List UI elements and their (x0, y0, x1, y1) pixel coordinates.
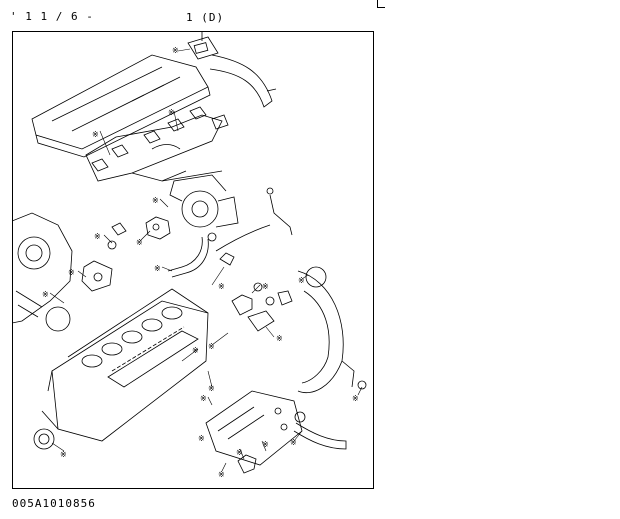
turbocharger (169, 174, 239, 228)
drawing-frame (12, 31, 374, 489)
svg-text:※: ※ (298, 276, 305, 285)
water-pipe (293, 411, 347, 450)
thermostat-housing (81, 222, 127, 292)
plug-gasket (357, 380, 367, 390)
svg-text:※: ※ (68, 268, 75, 277)
manifold-gaskets (91, 106, 229, 172)
flywheel-housing (297, 270, 355, 394)
svg-text:※: ※ (60, 450, 67, 459)
oil-feed-pipe (266, 187, 293, 236)
drain-plug (237, 454, 257, 474)
svg-text:※: ※ (262, 440, 269, 449)
svg-text:※: ※ (94, 232, 101, 241)
intake-gasket (187, 36, 219, 60)
gear-case (12, 212, 73, 324)
rear-seal-ring (305, 266, 327, 288)
page-reference: ' 1 1 / 6 - (10, 10, 94, 23)
svg-text:※: ※ (168, 108, 175, 117)
seal-ring-left (45, 306, 71, 332)
union-fitting (219, 252, 235, 266)
svg-text:※: ※ (42, 290, 49, 299)
kit-markers: ※ ※ ※ ※ ※ ※ ※ ※ ※ ※ ※ ※ ※ ※ ※ ※ ※ ※ ※ ※ … (42, 46, 359, 479)
svg-text:※: ※ (136, 238, 143, 247)
svg-text:※: ※ (154, 264, 161, 273)
oil-cooler-cover (205, 390, 303, 466)
front-crank-seal (33, 428, 55, 450)
head-gasket (107, 326, 199, 388)
svg-text:※: ※ (198, 434, 205, 443)
svg-text:※: ※ (262, 282, 269, 291)
cylinder-block (41, 288, 209, 442)
svg-text:※: ※ (236, 448, 243, 457)
rocker-cover (31, 54, 211, 158)
svg-text:※: ※ (192, 346, 199, 355)
exhaust-manifold (85, 114, 223, 182)
svg-text:※: ※ (290, 438, 297, 447)
oil-return-pipe (167, 232, 217, 278)
svg-text:※: ※ (208, 342, 215, 351)
turbo-heat-shield (161, 170, 223, 182)
svg-text:※: ※ (352, 394, 359, 403)
svg-text:※: ※ (92, 130, 99, 139)
intake-pipe (209, 54, 277, 108)
engine-gasket-kit-drawing: ※ ※ ※ ※ ※ ※ ※ ※ ※ ※ ※ ※ ※ ※ ※ ※ ※ ※ ※ ※ … (12, 31, 367, 479)
water-inlet (231, 282, 293, 332)
svg-text:※: ※ (200, 394, 207, 403)
kit-callout-label: 1 (D) (186, 11, 225, 24)
svg-text:※: ※ (218, 282, 225, 291)
svg-text:※: ※ (276, 334, 283, 343)
flange-gasket (145, 216, 171, 240)
svg-text:※: ※ (152, 196, 159, 205)
leader-lines (49, 48, 363, 472)
oil-tube (215, 224, 271, 252)
drawing-code: 005A1010856 (12, 497, 96, 510)
svg-text:※: ※ (172, 46, 179, 55)
corner-mark (377, 0, 385, 8)
svg-text:※: ※ (208, 384, 215, 393)
svg-text:※: ※ (218, 470, 225, 479)
